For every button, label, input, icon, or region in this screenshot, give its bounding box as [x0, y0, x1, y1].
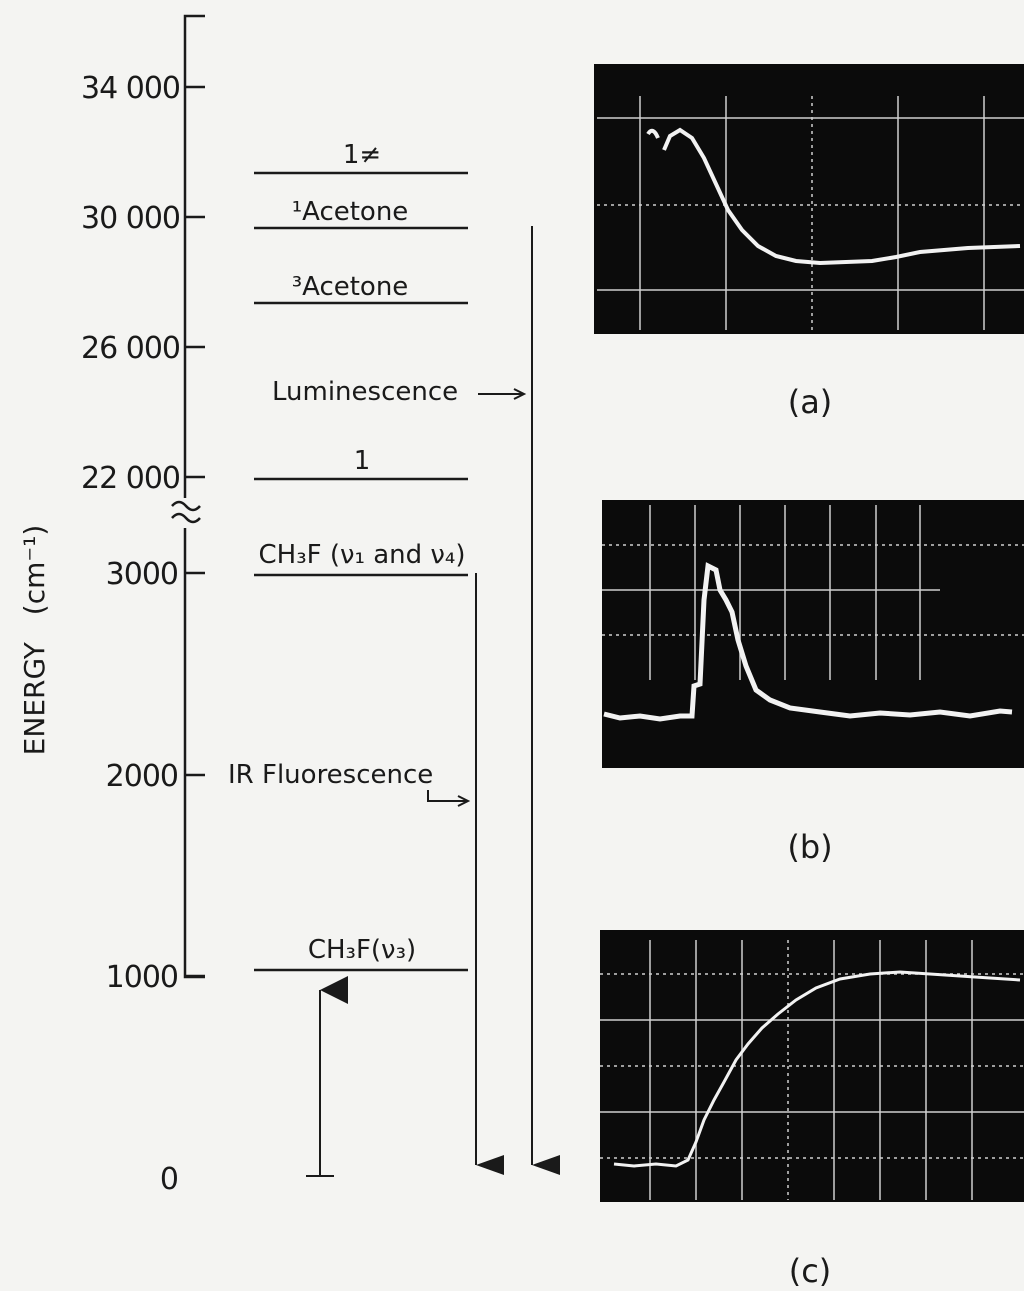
ir-pointer — [427, 790, 466, 802]
level-singlet-acetone-label: ¹Acetone — [292, 197, 409, 227]
luminescence-pointer-head — [513, 388, 527, 400]
tick-label-30000: 30 000 — [81, 201, 180, 236]
luminescence-label: Luminescence — [272, 377, 458, 407]
tick-label-22000: 22 000 — [81, 461, 180, 496]
ir-pointer-head — [457, 795, 471, 807]
scope-c-grid — [600, 940, 1024, 1200]
axis-unit: (cm⁻¹) — [18, 525, 51, 616]
axis-upper-line — [183, 14, 205, 498]
level-ch3f-v3-label: CH₃F(ν₃) — [308, 935, 416, 965]
tick-label-1000: 1000 — [106, 960, 178, 995]
energy-axis — [183, 14, 205, 979]
scope-c-trace — [613, 970, 1021, 1168]
tick-label-2000: 2000 — [106, 759, 178, 794]
axis-break-icon — [171, 500, 201, 524]
scope-panel-c — [600, 930, 1024, 1202]
scope-panel-a — [594, 64, 1024, 334]
axis-title: ENERGY — [18, 641, 51, 755]
scope-panel-b — [602, 500, 1024, 768]
scope-a-grid — [597, 96, 1024, 330]
tick-label-26000: 26 000 — [81, 331, 180, 366]
level-1-star-label: 1≠ — [343, 140, 381, 170]
level-1-label: 1 — [354, 446, 371, 476]
level-ch3f-v1-v4-label: CH₃F (ν₁ and ν₄) — [259, 540, 466, 570]
scope-b-trace — [603, 562, 1013, 722]
tick-label-34000: 34 000 — [81, 71, 180, 106]
scope-a-trace — [646, 127, 1021, 266]
panel-c-label: (c) — [789, 1252, 832, 1290]
panel-a-label: (a) — [788, 383, 833, 421]
ir-fluorescence-label: IR Fluorescence — [228, 760, 433, 790]
level-triplet-acetone-label: ³Acetone — [292, 272, 409, 302]
tick-label-3000: 3000 — [106, 557, 178, 592]
scope-b-screen — [602, 500, 1024, 768]
scope-a-screen — [594, 64, 1024, 334]
tick-label-0: 0 — [160, 1162, 178, 1197]
svg-text:ENERGY (cm⁻¹): ENERGY (cm⁻¹) — [18, 525, 51, 756]
panel-b-label: (b) — [787, 828, 832, 866]
scope-b-grid — [602, 505, 1024, 680]
